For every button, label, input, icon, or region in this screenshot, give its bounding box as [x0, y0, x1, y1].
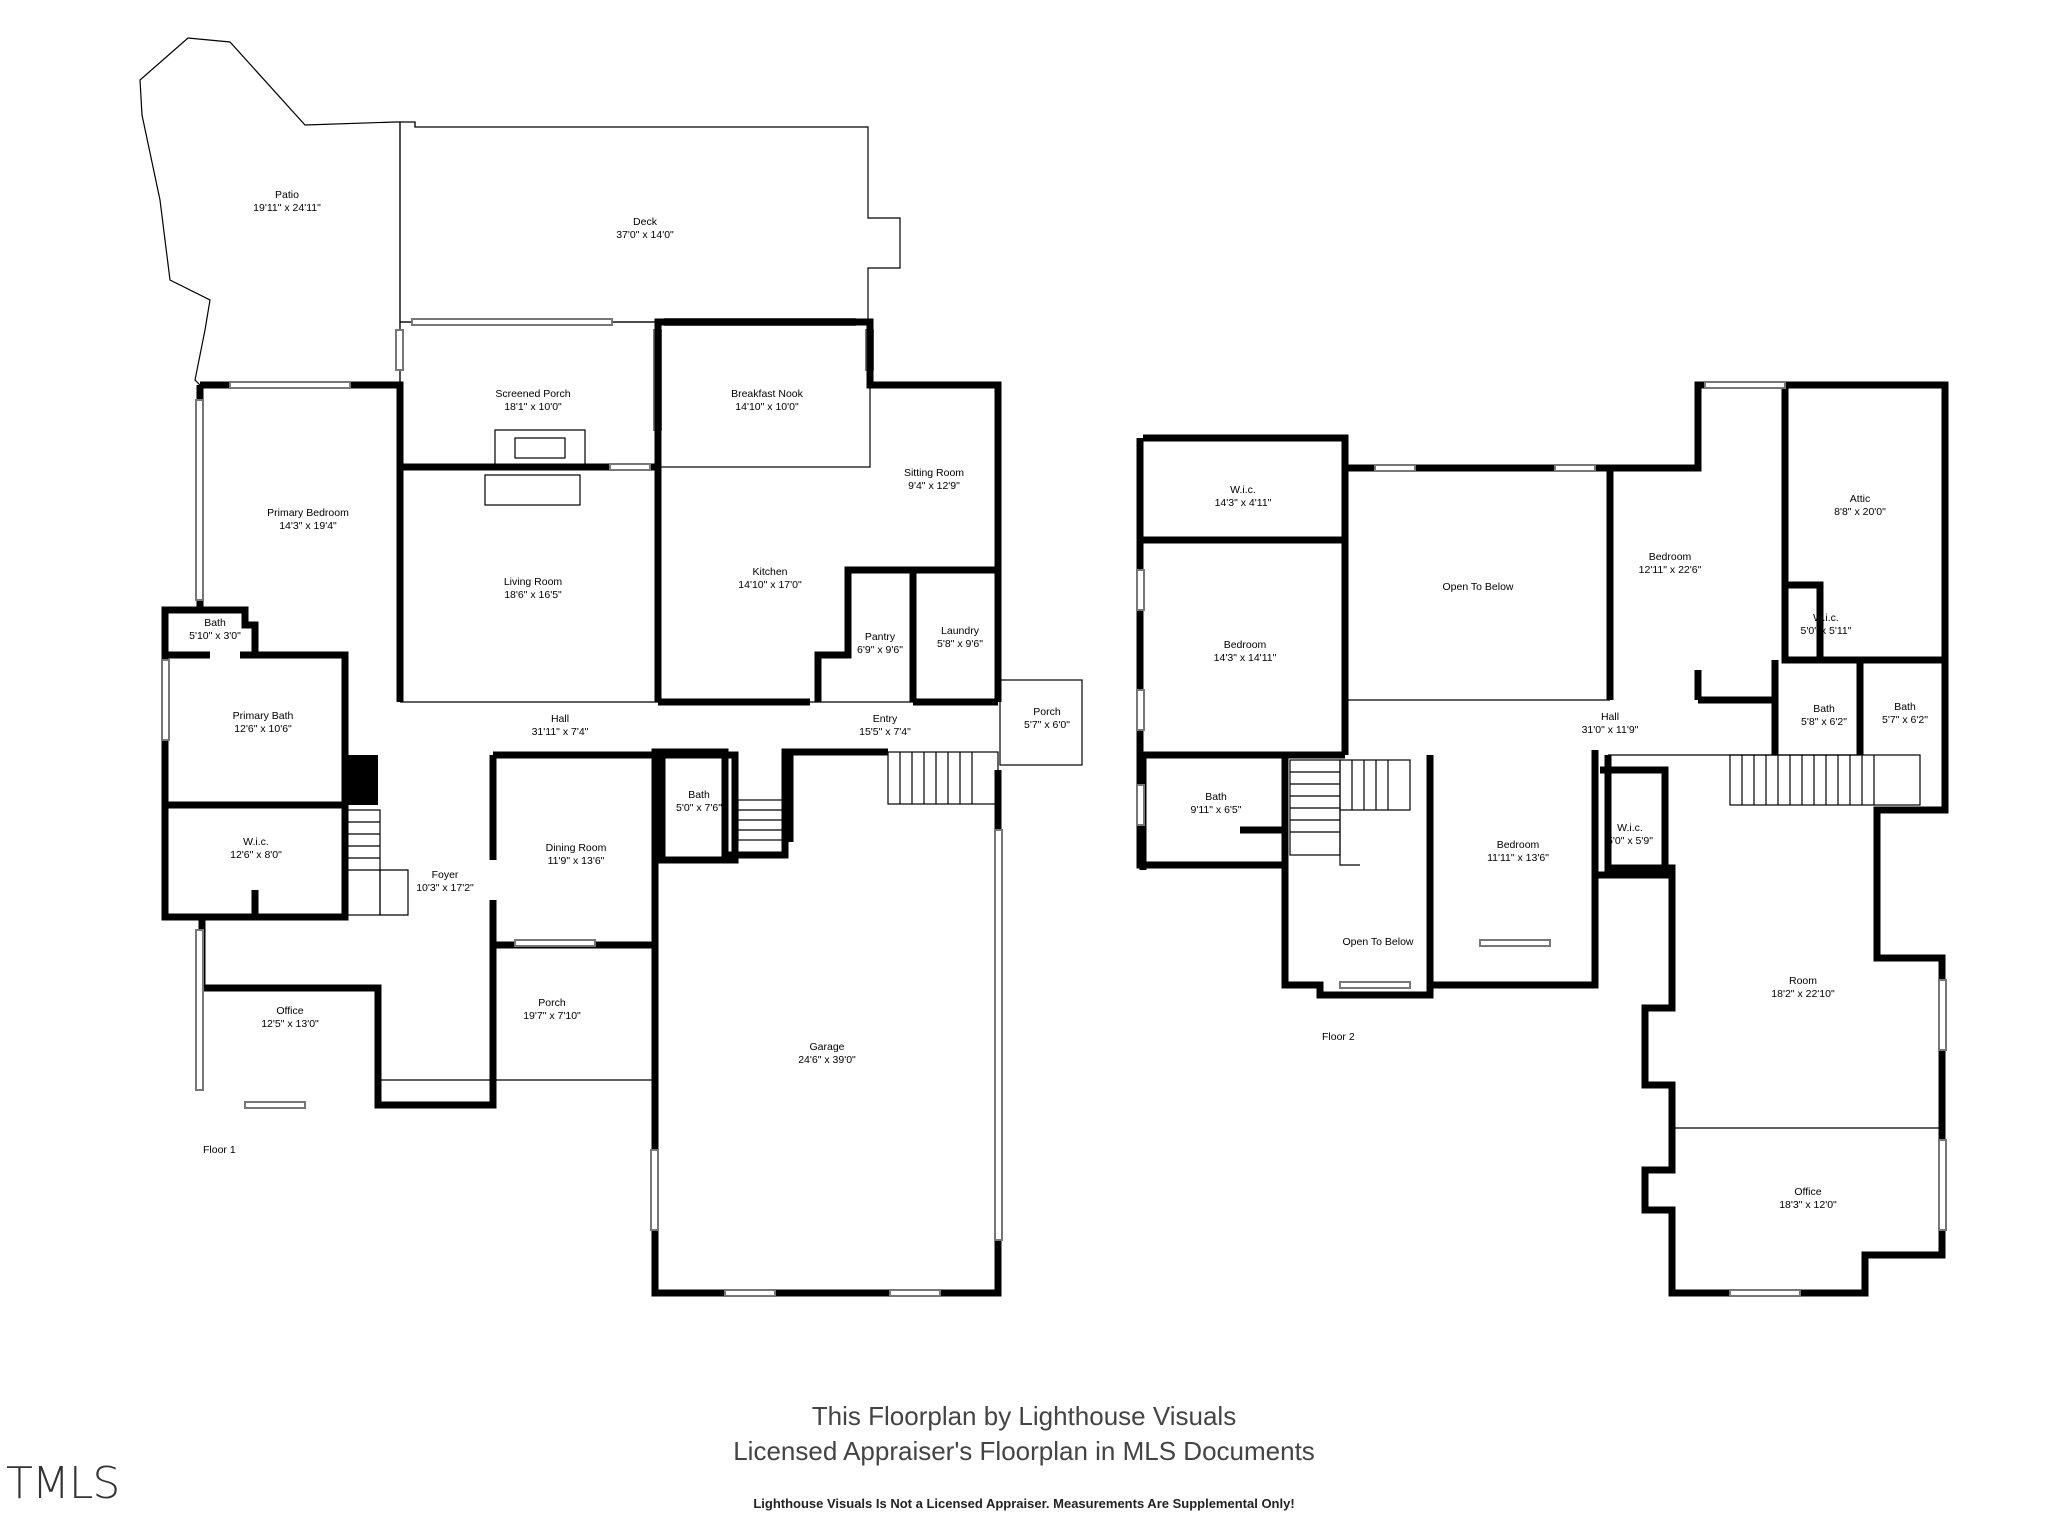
bath-d-label: Bath	[1894, 701, 1916, 713]
porch-side-label: Porch	[1033, 706, 1061, 718]
entry-label: Entry	[873, 713, 898, 725]
credit-line-2: Licensed Appraiser's Floorplan in MLS Do…	[733, 1436, 1315, 1466]
laundry-label: Laundry	[941, 625, 980, 637]
sitting-room-label: Sitting Room	[904, 467, 964, 479]
breakfast-nook-label: Breakfast Nook	[731, 388, 804, 400]
office-label: Office	[276, 1005, 303, 1017]
deck-label: Deck	[633, 216, 658, 228]
bedroom-c-label: Bedroom	[1497, 839, 1540, 851]
credit-line-1: This Floorplan by Lighthouse Visuals	[811, 1401, 1237, 1431]
disclaimer-text: Lighthouse Visuals Is Not a Licensed App…	[753, 1496, 1295, 1511]
open-below-2-label: Open To Below	[1342, 936, 1413, 948]
bath-c-label: Bath	[1813, 703, 1835, 715]
kitchen-dim: 14'10" x 17'0"	[738, 579, 802, 591]
bath-e-dim: 9'11" x 6'5"	[1191, 804, 1242, 816]
tmls-logo: TMLS	[6, 1458, 120, 1509]
wic-label: W.i.c.	[243, 836, 269, 848]
hall-2-dim: 31'0" x 11'9"	[1582, 724, 1639, 736]
office-dim: 12'5" x 13'0"	[261, 1018, 319, 1030]
hall-2-label: Hall	[1601, 711, 1619, 723]
laundry-dim: 5'8" x 9'6"	[937, 638, 983, 650]
living-room-dim: 18'6" x 16'5"	[504, 589, 562, 601]
entry-dim: 15'5" x 7'4"	[859, 726, 911, 738]
screened-porch-dim: 18'1" x 10'0"	[504, 401, 562, 413]
bedroom-b-label: Bedroom	[1224, 639, 1267, 651]
floor-1-plan	[139, 37, 1083, 1297]
attic-label: Attic	[1850, 493, 1870, 505]
breakfast-nook-dim: 14'10" x 10'0"	[735, 401, 799, 413]
porch-side-dim: 5'7" x 6'0"	[1024, 719, 1070, 731]
deck-dim: 37'0" x 14'0"	[616, 229, 674, 241]
floor-1-label: Floor 1	[203, 1144, 236, 1156]
hall-dim: 31'11" x 7'4"	[532, 726, 589, 738]
porch-front-dim: 19'7" x 7'10"	[523, 1010, 581, 1022]
dining-room-label: Dining Room	[546, 842, 607, 854]
wic-dim: 12'6" x 8'0"	[230, 849, 282, 861]
bath-c-dim: 5'8" x 6'2"	[1801, 716, 1847, 728]
primary-bath-dim: 12'6" x 10'6"	[234, 723, 292, 735]
floor-2-label: Floor 2	[1322, 1031, 1355, 1043]
bedroom-b-dim: 14'3" x 14'11"	[1214, 652, 1277, 664]
primary-bath-label: Primary Bath	[233, 710, 294, 722]
porch-front-label: Porch	[538, 997, 566, 1009]
pantry-dim: 6'9" x 9'6"	[857, 644, 903, 656]
bath-hall-dim: 5'0" x 7'6"	[676, 802, 722, 814]
office-2-label: Office	[1794, 1186, 1821, 1198]
attic-dim: 8'8" x 20'0"	[1834, 506, 1886, 518]
wic-top-label: W.i.c.	[1230, 484, 1256, 496]
bath-d-dim: 5'7" x 6'2"	[1882, 714, 1928, 726]
sitting-room-dim: 9'4" x 12'9"	[908, 480, 960, 492]
living-room-label: Living Room	[504, 576, 563, 588]
primary-bedroom-dim: 14'3" x 19'4"	[279, 520, 337, 532]
hall-label: Hall	[551, 713, 569, 725]
wic-small-dim: 5'0" x 5'9"	[1607, 835, 1653, 847]
dining-room-dim: 11'9" x 13'6"	[548, 855, 605, 867]
bath-e-label: Bath	[1205, 791, 1227, 803]
room-label: Room	[1789, 975, 1817, 987]
primary-bedroom-label: Primary Bedroom	[267, 507, 349, 519]
bedroom-c-dim: 11'11" x 13'6"	[1487, 852, 1549, 864]
open-below-1-label: Open To Below	[1442, 581, 1513, 593]
patio-dim: 19'11" x 24'11"	[253, 202, 321, 214]
wic-top-dim: 14'3" x 4'11"	[1215, 497, 1272, 509]
pantry-label: Pantry	[865, 631, 896, 643]
floor-2-labels: W.i.c. 14'3" x 4'11" Open To Below Bedro…	[1191, 484, 1929, 1211]
wic-attic-dim: 5'0" x 5'11"	[1801, 625, 1852, 637]
bedroom-a-label: Bedroom	[1649, 551, 1692, 563]
bath-small-label: Bath	[204, 617, 226, 629]
garage-label: Garage	[809, 1041, 844, 1053]
office-2-dim: 18'3" x 12'0"	[1779, 1199, 1837, 1211]
kitchen-label: Kitchen	[752, 566, 787, 578]
patio-label: Patio	[275, 189, 299, 201]
bath-small-dim: 5'10" x 3'0"	[189, 630, 241, 642]
wic-small-label: W.i.c.	[1617, 822, 1643, 834]
foyer-label: Foyer	[432, 869, 459, 881]
garage-dim: 24'6" x 39'0"	[798, 1054, 856, 1066]
wic-attic-label: W.i.c.	[1813, 612, 1839, 624]
deck-outline	[399, 121, 901, 323]
floor-2-plan	[1136, 381, 1949, 1297]
bath-hall-label: Bath	[688, 789, 710, 801]
floor-1-labels: Patio 19'11" x 24'11" Deck 37'0" x 14'0"…	[189, 189, 1070, 1156]
bedroom-a-dim: 12'11" x 22'6"	[1639, 564, 1702, 576]
foyer-dim: 10'3" x 17'2"	[416, 882, 474, 894]
screened-porch-label: Screened Porch	[495, 388, 570, 400]
room-dim: 18'2" x 22'10"	[1771, 988, 1835, 1000]
